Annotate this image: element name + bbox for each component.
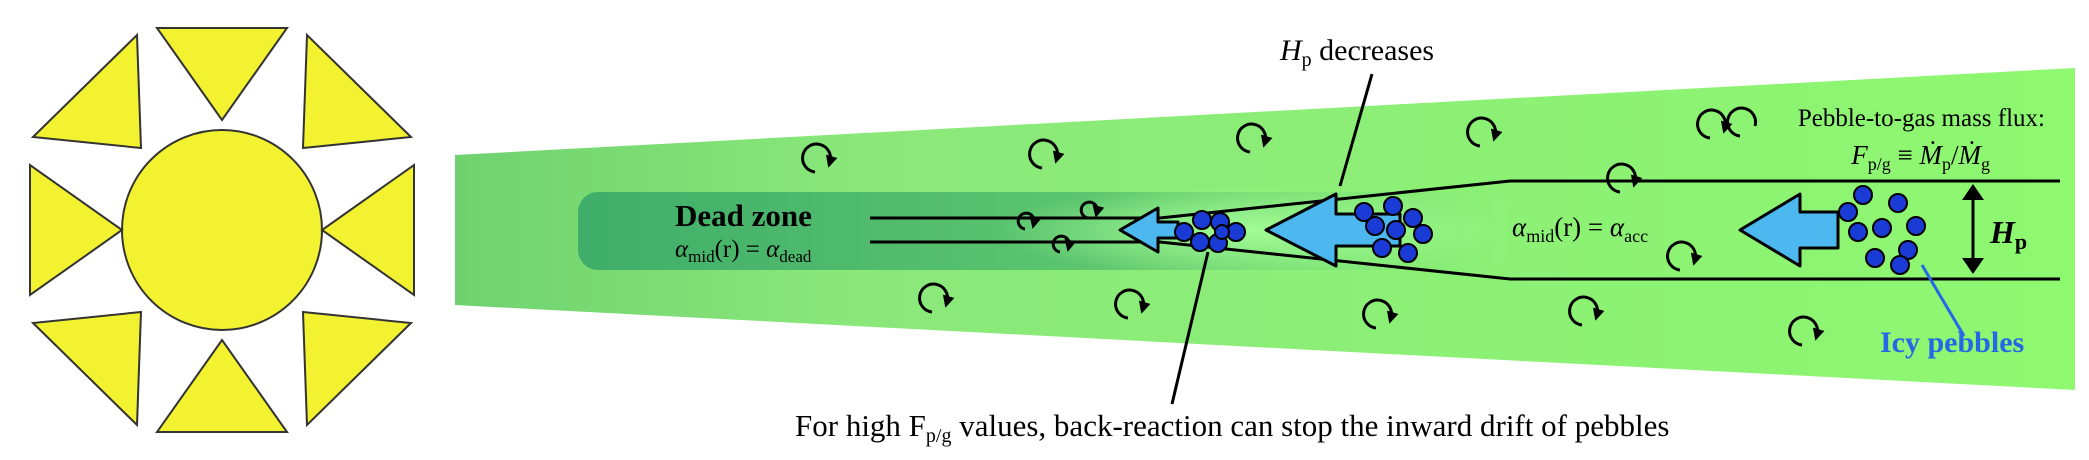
eddy-icon bbox=[1016, 211, 1042, 231]
sun-ray-top-left bbox=[30, 32, 143, 150]
eddy-icon bbox=[1606, 162, 1643, 194]
pebble-cluster-left bbox=[1174, 210, 1246, 253]
hp-decreases-label: Hp decreases bbox=[1279, 34, 1434, 71]
icy-pebbles-label: Icy pebbles bbox=[1880, 326, 2024, 359]
back-reaction-caption: For high Fp/g values, back-reaction can … bbox=[795, 408, 1669, 447]
eddy-icon bbox=[1028, 138, 1065, 170]
sun-ray-bottom-left bbox=[30, 310, 143, 428]
sun-ray-top bbox=[155, 27, 289, 122]
eddy-icon bbox=[1079, 200, 1105, 220]
sun-ray-bottom-right bbox=[301, 310, 414, 428]
sun-ray-bottom bbox=[155, 338, 289, 433]
pebble-cluster-right bbox=[1838, 185, 1926, 275]
flux-equation: Fp/g ≡ Ṁp/Ṁg bbox=[1850, 140, 1990, 174]
dead-zone-alpha: αmid(r) = αdead bbox=[675, 236, 812, 266]
flux-title: Pebble-to-gas mass flux: bbox=[1798, 105, 2045, 132]
inward-drift-arrow-right bbox=[1738, 192, 1840, 268]
eddy-icon bbox=[1696, 108, 1733, 140]
turbulence-eddies bbox=[801, 106, 1825, 347]
sun-ray-right bbox=[320, 163, 415, 297]
eddy-icon bbox=[1726, 106, 1758, 138]
eddy-icon bbox=[1666, 240, 1703, 272]
eddy-icon bbox=[918, 282, 955, 314]
inward-drift-arrow-left bbox=[1118, 206, 1180, 254]
eddy-icon bbox=[1236, 122, 1273, 154]
eddy-icon bbox=[1466, 116, 1503, 148]
eddy-icon bbox=[1788, 315, 1825, 347]
hp-height-arrow bbox=[1962, 184, 1984, 274]
eddy-icon bbox=[1568, 295, 1605, 327]
back-reaction-leader bbox=[1170, 251, 1210, 405]
hp-label: Hp bbox=[1989, 214, 2027, 254]
pebble-cluster-middle bbox=[1354, 196, 1433, 263]
dead-zone-title: Dead zone bbox=[675, 198, 812, 233]
active-zone-alpha: αmid(r) = αacc bbox=[1512, 212, 1648, 246]
eddy-icon bbox=[1051, 234, 1077, 254]
sun-core bbox=[121, 129, 323, 331]
eddy-icon bbox=[1114, 288, 1151, 320]
eddy-icon bbox=[801, 142, 838, 174]
eddy-icon bbox=[1362, 298, 1399, 330]
sun-ray-left bbox=[29, 163, 124, 297]
sun-icon bbox=[29, 27, 415, 433]
icy-pebbles-leader bbox=[1920, 264, 1966, 337]
sun-ray-top-right bbox=[301, 32, 414, 150]
hp-decreases-leader bbox=[1338, 73, 1374, 187]
